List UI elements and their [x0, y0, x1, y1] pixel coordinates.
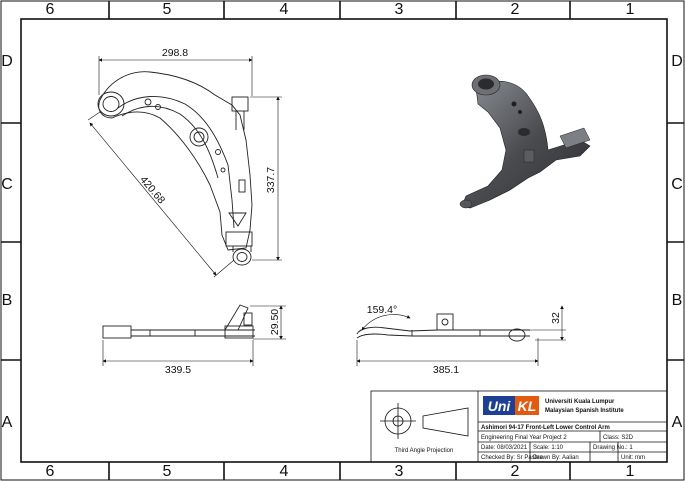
scale-value: Scale: 1:10	[533, 445, 564, 451]
checked-by: Checked By: Sr Pastee	[481, 455, 544, 461]
isometric-view	[459, 74, 591, 209]
zone-col-3-bottom: 3	[395, 463, 404, 480]
zone-col-3-top: 3	[395, 1, 404, 18]
zone-col-5-top: 5	[163, 1, 172, 18]
projection-label: Third Angle Projection	[395, 448, 454, 454]
zone-row-a-right: A	[672, 414, 683, 431]
zone-col-6-top: 6	[46, 1, 55, 18]
front-view	[97, 71, 253, 266]
class-value: Class: S2D	[603, 435, 634, 441]
side-view-right	[356, 313, 530, 342]
dim-front-diagonal: 420.68	[137, 174, 167, 206]
zone-col-2-bottom: 2	[511, 463, 520, 480]
zone-row-d-left: D	[1, 53, 13, 70]
zone-row-c-left: C	[1, 176, 13, 193]
institute-name: Malaysian Spanish Institute	[545, 408, 624, 414]
dim-front-width: 298.8	[162, 47, 188, 59]
logo-uni-box	[483, 396, 515, 415]
zone-row-c-right: C	[671, 176, 683, 193]
date-value: Date: 08/03/2021	[481, 445, 528, 451]
side-left-dimension-lines	[102, 305, 286, 366]
logo-uni-text: Uni	[488, 398, 512, 414]
dim-side-right-height: 32	[550, 312, 562, 324]
dim-side-left-height: 29.50	[269, 309, 281, 335]
drawn-by: Drawn By: Aalian	[533, 455, 579, 461]
zone-col-4-top: 4	[280, 1, 289, 18]
dim-side-right-width: 385.1	[433, 364, 459, 376]
zone-row-a-left: A	[2, 414, 13, 431]
side-right-dimension-lines	[356, 305, 566, 366]
zone-col-6-bottom: 6	[46, 463, 55, 480]
projection-symbol-icon	[380, 403, 469, 439]
dim-front-height: 337.7	[265, 167, 277, 193]
side-view-left	[102, 304, 255, 339]
zone-col-5-bottom: 5	[163, 463, 172, 480]
title-block	[370, 390, 668, 463]
inner-border	[20, 18, 668, 463]
zone-col-1-top: 1	[626, 1, 635, 18]
zone-row-b-right: B	[672, 292, 683, 309]
dim-side-right-angle: 159.4°	[367, 304, 397, 316]
front-dimension-lines	[87, 56, 282, 278]
zone-row-b-left: B	[2, 292, 13, 309]
part-title: Ashimori 94-17 Front-Left Lower Control …	[481, 425, 610, 431]
logo-kl-box	[515, 396, 539, 415]
zone-row-d-right: D	[671, 53, 683, 70]
dim-side-left-width: 339.5	[165, 364, 191, 376]
project-name: Engineering Final Year Project 2	[481, 435, 567, 441]
zone-col-2-top: 2	[511, 1, 520, 18]
zone-col-1-bottom: 1	[626, 463, 635, 480]
university-name: Universiti Kuala Lumpur	[545, 399, 615, 405]
unit-value: Unit: mm	[621, 455, 645, 461]
zone-col-4-bottom: 4	[280, 463, 289, 480]
logo-kl-text: KL	[518, 398, 537, 414]
drawing-number: Drawing No.: 1	[593, 445, 633, 451]
